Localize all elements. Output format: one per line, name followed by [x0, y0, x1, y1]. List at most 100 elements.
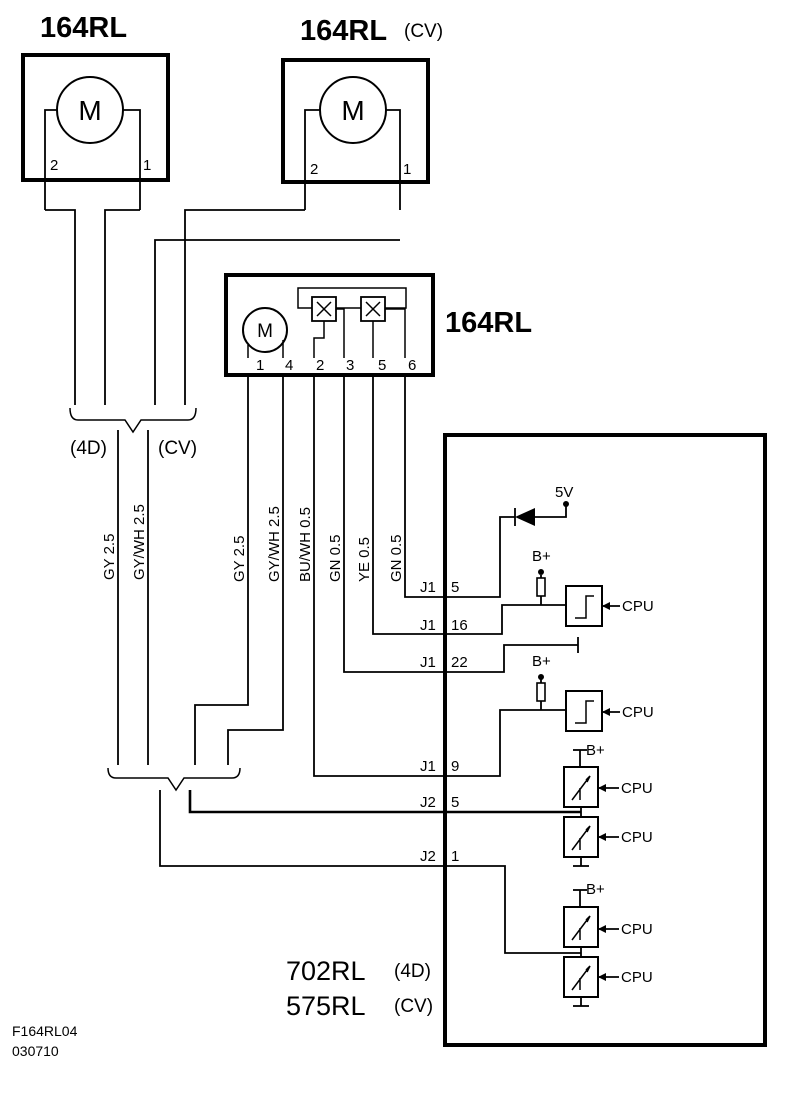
wire-label-lock-gn2: GN 0.5	[388, 534, 405, 582]
lock-pin-label-2: 2	[316, 357, 324, 374]
schmitt-input-1-icon	[565, 585, 603, 627]
bplus-label-3: B+	[586, 742, 605, 759]
schmitt-1-glyph	[575, 595, 594, 619]
lock-switch-1-cross	[316, 301, 332, 317]
lock-unit-switch-frame	[297, 287, 407, 309]
lock-pin-label-4: 4	[285, 357, 293, 374]
schmitt-2-glyph	[575, 700, 594, 724]
bplus-label-1: B+	[532, 548, 551, 565]
wire-label-lock-ye: YE 0.5	[356, 537, 373, 582]
lower-split	[107, 767, 445, 867]
lock-unit-component: 164RL M 1 4 2 3 5 6	[224, 273, 532, 377]
motor-cv-title: 164RL	[300, 15, 387, 47]
motor-cv-pin1-label: 1	[403, 161, 411, 178]
j1-16-internal-wire	[445, 604, 566, 635]
wire-lock-gy	[194, 375, 249, 765]
conn-j2-5-pin: 5	[451, 794, 459, 811]
motor-cv-suffix: (CV)	[404, 21, 443, 42]
driver-1-high-glyph	[571, 775, 591, 801]
j1-5-internal-wire	[445, 516, 515, 598]
wire-label-lock-gy: GY 2.5	[231, 536, 248, 582]
schmitt-input-2-icon	[565, 690, 603, 732]
module-title-cv: 575RL	[286, 991, 366, 1021]
5v-supply-wire	[535, 504, 567, 518]
driver-1-low-glyph	[571, 825, 591, 851]
bplus-label-4: B+	[586, 881, 605, 898]
j2-1-internal-wire	[445, 865, 581, 954]
conn-j1-16-name: J1	[420, 617, 436, 634]
wire-to-j2-1	[159, 790, 445, 867]
wire-lock-gn-5	[404, 375, 445, 598]
lock-pin-label-1: 1	[256, 357, 264, 374]
motor-4d-pin2-wire	[44, 109, 57, 210]
wire-to-j2-5	[188, 790, 445, 814]
conn-j1-5-pin: 5	[451, 579, 459, 596]
cpu-label-2: CPU	[622, 704, 654, 721]
module-tag-cv: (CV)	[394, 996, 433, 1017]
driver-2-low-glyph	[571, 965, 591, 991]
5v-terminal-icon	[563, 501, 569, 507]
lock-internal-pin3	[336, 308, 345, 358]
upper-split: (4D) (CV)	[69, 407, 197, 459]
lock-pin-label-3: 3	[346, 357, 354, 374]
upper-harness-wires	[45, 209, 400, 405]
motor-4d-title: 164RL	[40, 12, 127, 44]
lock-switch-2-cross	[365, 301, 381, 317]
conn-j1-16-pin: 16	[451, 617, 468, 634]
control-module: J1 5 J1 16 J1 22 J1 9 J2 5 J2 1 5V B+ CP…	[286, 433, 767, 1047]
control-module-box	[443, 433, 767, 1047]
cpu-label-3: CPU	[621, 780, 653, 797]
wire-cv-gy	[184, 209, 305, 405]
motor-4d-box	[21, 53, 170, 182]
wire-label-lock-gywh: GY/WH 2.5	[266, 506, 283, 582]
module-tag-4d: (4D)	[394, 961, 431, 982]
wire-lock-buwh	[313, 375, 445, 777]
diode-icon	[515, 508, 535, 526]
module-title-4d: 702RL	[286, 956, 366, 986]
wire-lock-gn-22	[343, 375, 445, 673]
wire-lock-ye	[372, 375, 445, 635]
j1-22-internal-wire	[445, 644, 578, 673]
lock-unit-box	[224, 273, 435, 377]
conn-j1-5-name: J1	[420, 579, 436, 596]
conn-j2-1-pin: 1	[451, 848, 459, 865]
figure-code: F164RL04	[12, 1023, 78, 1039]
motor-4d-pin2-label: 2	[50, 157, 58, 174]
conn-j1-9-pin: 9	[451, 758, 459, 775]
bplus-terminal-2-icon	[538, 674, 544, 680]
lower-split-bracket	[107, 767, 241, 792]
driver-2-high-glyph	[571, 915, 591, 941]
bplus-terminal-1-icon	[538, 569, 544, 575]
motor-cv-symbol: M	[341, 95, 364, 126]
lock-unit-motor-symbol: M	[257, 321, 273, 342]
upper-split-bracket	[69, 407, 197, 434]
resistor-1-icon	[536, 577, 546, 597]
motor-cv-box	[281, 58, 430, 184]
cpu-label-4: CPU	[621, 829, 653, 846]
cpu-label-1: CPU	[622, 598, 654, 615]
lock-unit-title: 164RL	[445, 307, 532, 339]
motor-cv-pin2-wire	[304, 109, 320, 210]
wire-label-lock-buwh: BU/WH 0.5	[297, 507, 314, 582]
conn-j2-1-name: J2	[420, 848, 436, 865]
lock-internal-pin2	[313, 321, 325, 358]
motor-4d-pin1-label: 1	[143, 157, 151, 174]
motor-4d-pin1-wire	[123, 109, 141, 210]
conn-j1-22-pin: 22	[451, 654, 468, 671]
split-label-cv: (CV)	[158, 438, 197, 459]
lock-unit-motor-icon	[242, 307, 288, 353]
lock-internal-pin6	[385, 308, 406, 358]
lock-unit-wires	[194, 375, 445, 777]
figure-date: 030710	[12, 1043, 59, 1059]
wire-4d-gywh	[104, 209, 140, 405]
j1-9-internal-wire	[445, 709, 566, 777]
conn-j1-9-name: J1	[420, 758, 436, 775]
lock-pin-label-5: 5	[378, 357, 386, 374]
wire-cv-gywh	[154, 239, 400, 405]
bplus-label-2: B+	[532, 653, 551, 670]
motor-cv-pin2-label: 2	[310, 161, 318, 178]
resistor-2-icon	[536, 682, 546, 702]
conn-j2-5-name: J2	[420, 794, 436, 811]
split-label-4d: (4D)	[70, 438, 107, 459]
